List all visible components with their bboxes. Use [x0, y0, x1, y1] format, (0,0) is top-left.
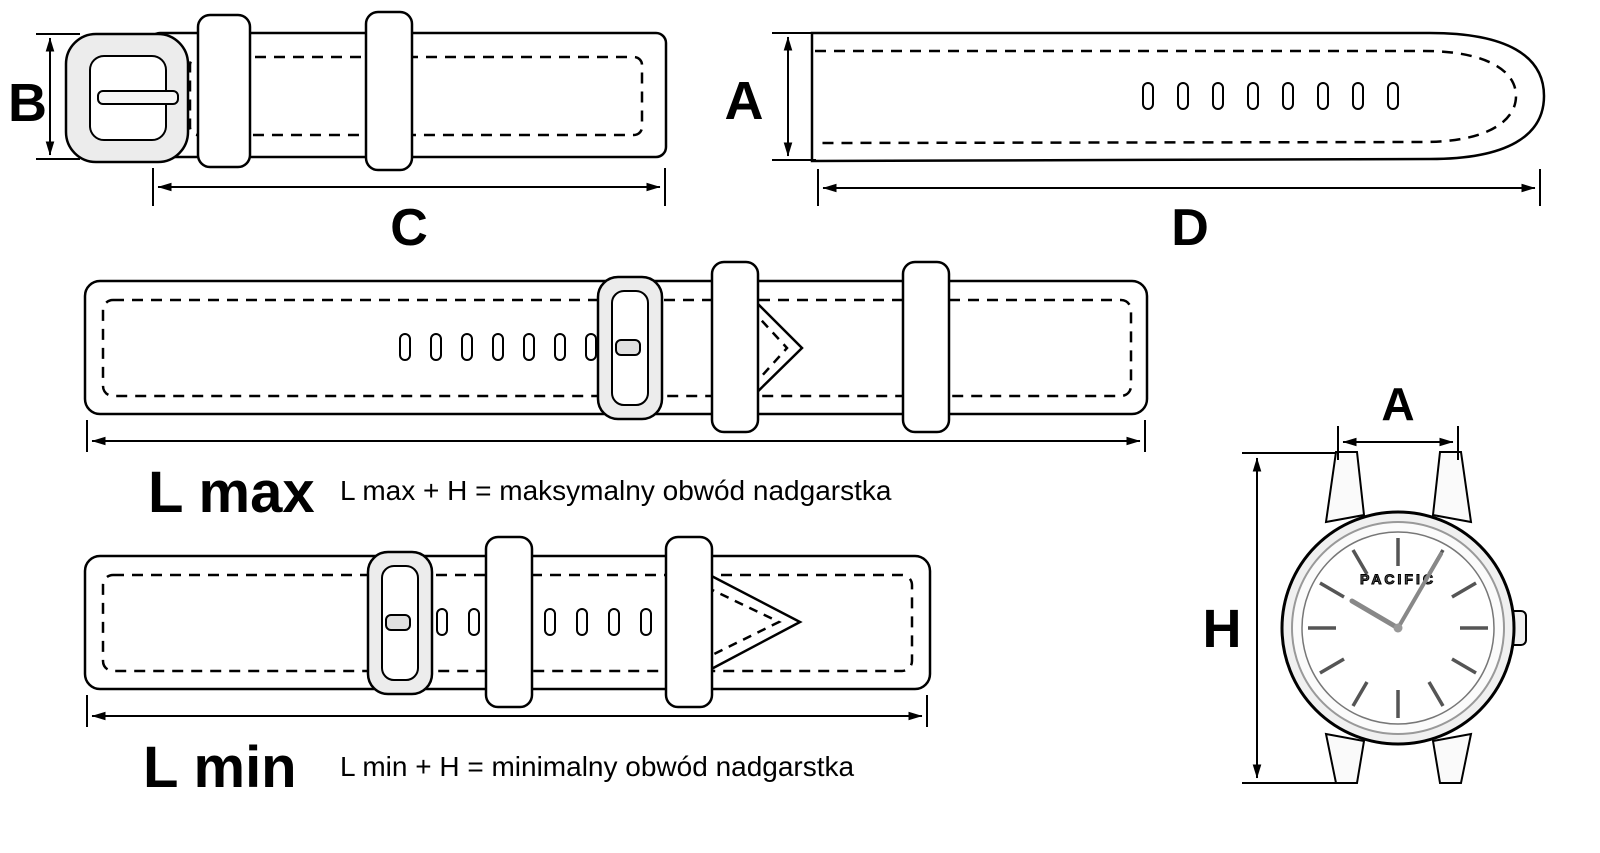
keeper-icon — [901, 260, 951, 434]
watch-lugs — [1324, 451, 1473, 784]
watch-brand-label: PACIFIC — [1360, 571, 1436, 587]
lmin-formula: L min + H = minimalny obwód nadgarstka — [340, 751, 855, 782]
dim-b-arrow — [36, 33, 80, 160]
dim-a-arrow — [772, 32, 816, 161]
buckle-icon — [366, 550, 434, 696]
strap-holes — [436, 608, 652, 636]
watch-dim-a-label: A — [1381, 378, 1414, 430]
buckle-strap-drawing — [64, 10, 668, 172]
dim-watch-a-arrow — [1337, 426, 1459, 460]
strap-holes — [399, 333, 597, 361]
dim-watch-h-arrow — [1242, 452, 1336, 784]
keeper-icon — [364, 10, 414, 172]
lmax-formula: L max + H = maksymalny obwód nadgarstka — [340, 475, 892, 506]
dim-c-arrow — [152, 168, 666, 206]
keeper-icon — [664, 535, 714, 709]
keeper-icon — [196, 13, 252, 169]
keeper-icon — [710, 260, 760, 434]
tail-strap-drawing — [810, 31, 1546, 163]
buckle-icon — [596, 275, 664, 421]
dim-lmax-arrow — [86, 420, 1146, 452]
l-min-strap-drawing — [83, 535, 932, 709]
watch-dim-h-label: H — [1203, 599, 1242, 659]
dim-d-label: D — [1171, 199, 1209, 257]
dim-lmin-arrow — [86, 695, 928, 727]
buckle-icon — [64, 32, 190, 164]
lmax-label: L max — [148, 460, 315, 525]
strap-holes — [1142, 82, 1399, 110]
watch-hands-pivot — [1393, 623, 1403, 633]
watch-hands — [1349, 552, 1443, 631]
dim-d-arrow — [817, 169, 1541, 206]
l-max-strap-drawing — [83, 260, 1149, 434]
keeper-icon — [484, 535, 534, 709]
dim-b-label: B — [8, 73, 47, 133]
dim-c-label: C — [390, 199, 428, 257]
lmin-label: L min — [143, 735, 297, 800]
dim-a-label: A — [725, 71, 764, 131]
watch-drawing: PACIFIC — [1280, 451, 1527, 784]
